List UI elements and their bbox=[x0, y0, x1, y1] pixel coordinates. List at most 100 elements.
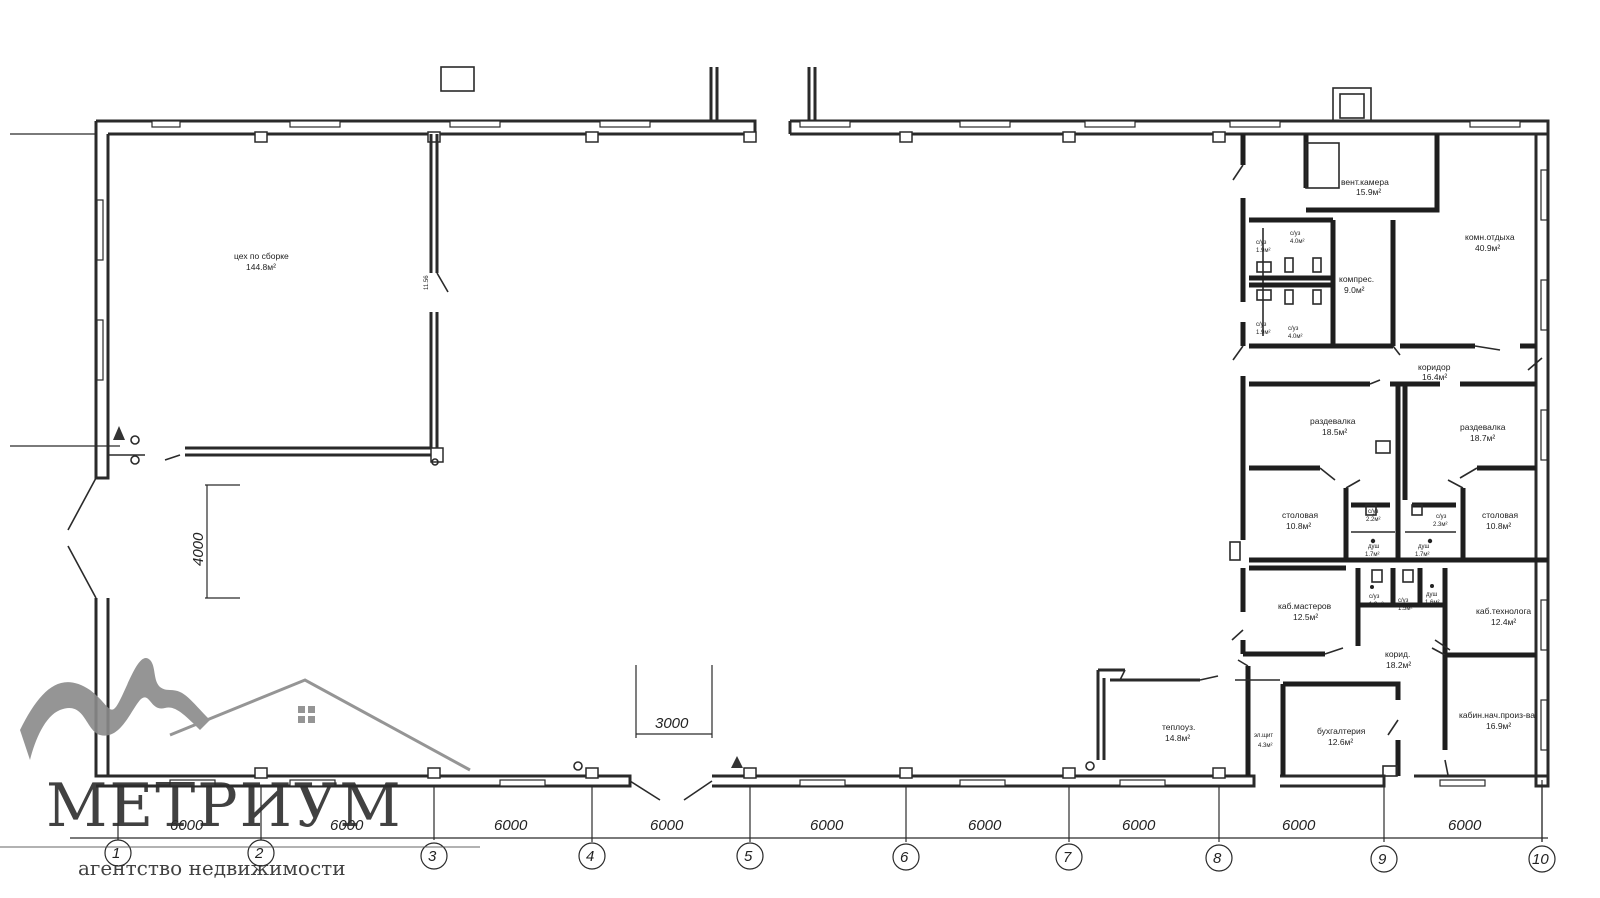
svg-text:комн.отдыха: комн.отдыха bbox=[1465, 232, 1515, 242]
svg-text:с/уз: с/уз bbox=[1256, 240, 1267, 246]
axis-1: 1 bbox=[104, 786, 132, 867]
span-2-3: 6000 bbox=[330, 817, 364, 834]
svg-text:1: 1 bbox=[112, 845, 120, 862]
svg-text:душ: душ bbox=[1368, 544, 1380, 550]
svg-text:раздевалка: раздевалка bbox=[1310, 416, 1356, 426]
svg-text:душ: душ bbox=[1418, 544, 1430, 550]
svg-text:каб.технолога: каб.технолога bbox=[1476, 606, 1531, 616]
assembly-room-walls bbox=[108, 134, 449, 463]
svg-text:с/уз: с/уз bbox=[1290, 231, 1301, 237]
svg-text:с/уз: с/уз bbox=[1398, 598, 1409, 604]
wall-length-mark: 11.56 bbox=[424, 275, 430, 290]
svg-text:теплоуз.: теплоуз. bbox=[1162, 722, 1195, 732]
vertical-dim-4000: 4000 bbox=[190, 532, 207, 566]
axis-5: 5 bbox=[736, 786, 764, 870]
svg-text:корид.: корид. bbox=[1385, 649, 1410, 659]
room-shower-right: душ 1.7м² bbox=[1415, 544, 1430, 558]
room-wc-mid2: с/уз 2.3м² bbox=[1433, 514, 1447, 528]
svg-text:с/уз: с/уз bbox=[1369, 594, 1380, 600]
svg-text:1.9м²: 1.9м² bbox=[1256, 248, 1270, 254]
svg-text:каб.мастеров: каб.мастеров bbox=[1278, 601, 1332, 611]
axis-markers: 1 2 3 4 5 6 7 8 9 10 bbox=[104, 786, 1556, 873]
service-block-walls bbox=[1096, 134, 1548, 777]
svg-text:4.0м²: 4.0м² bbox=[1288, 334, 1302, 340]
svg-text:12.5м²: 12.5м² bbox=[1293, 612, 1318, 622]
svg-text:12.6м²: 12.6м² bbox=[1328, 737, 1353, 747]
svg-text:1.7м²: 1.7м² bbox=[1365, 552, 1379, 558]
svg-text:столовая: столовая bbox=[1482, 510, 1519, 520]
svg-text:9.0м²: 9.0м² bbox=[1344, 285, 1365, 295]
svg-text:3: 3 bbox=[428, 848, 437, 865]
roof-features bbox=[440, 66, 1372, 122]
svg-text:1.7м²: 1.7м² bbox=[1415, 552, 1429, 558]
room-wc-low1: с/уз 1.9м² bbox=[1369, 594, 1383, 608]
svg-text:16.4м²: 16.4м² bbox=[1422, 372, 1447, 382]
watermark-logo: МЕТРИУМ агентство недвижимости bbox=[0, 658, 480, 880]
room-wc-low2: с/уз1.5м² bbox=[1398, 598, 1412, 612]
svg-text:18.7м²: 18.7м² bbox=[1470, 433, 1495, 443]
svg-text:душ: душ bbox=[1426, 592, 1438, 598]
logo-roof bbox=[169, 678, 471, 772]
axis-3: 3 bbox=[420, 786, 448, 870]
svg-text:6: 6 bbox=[900, 849, 909, 866]
svg-text:2.3м²: 2.3м² bbox=[1433, 522, 1447, 528]
fire-markers bbox=[113, 426, 1095, 771]
svg-text:с/уз: с/уз bbox=[1436, 514, 1447, 520]
logo-m-mark bbox=[20, 658, 210, 760]
svg-text:с/уз: с/уз bbox=[1256, 322, 1267, 328]
svg-text:с/уз: с/уз bbox=[1288, 326, 1299, 332]
room-wc-top4: с/уз 4.0м² bbox=[1288, 326, 1302, 340]
svg-text:эл.щит: эл.щит bbox=[1254, 733, 1273, 739]
svg-text:14.8м²: 14.8м² bbox=[1165, 733, 1190, 743]
room-wc-top3: с/уз 1.9м² bbox=[1256, 322, 1270, 336]
logo-window-icon bbox=[298, 706, 315, 723]
span-7-8: 6000 bbox=[1122, 817, 1156, 834]
svg-text:15.9м²: 15.9м² bbox=[1356, 187, 1381, 197]
span-8-9: 6000 bbox=[1282, 817, 1316, 834]
svg-text:столовая: столовая bbox=[1282, 510, 1319, 520]
axis-6: 6 bbox=[892, 786, 920, 871]
svg-text:1.9м²: 1.9м² bbox=[1369, 602, 1383, 608]
svg-text:5: 5 bbox=[744, 848, 753, 865]
windows-top bbox=[151, 120, 1521, 128]
svg-text:компрес.: компрес. bbox=[1339, 274, 1374, 284]
axis-2: 2 bbox=[247, 786, 275, 867]
svg-text:144.8м²: 144.8м² bbox=[246, 262, 276, 272]
axis-10: 10 bbox=[1528, 786, 1556, 873]
svg-text:вент.камера: вент.камера bbox=[1341, 177, 1389, 187]
svg-text:4: 4 bbox=[586, 848, 594, 865]
axis-8: 8 bbox=[1205, 786, 1233, 872]
room-compressor: компрес.9.0м² bbox=[1339, 274, 1374, 295]
svg-text:9: 9 bbox=[1378, 851, 1387, 868]
room-shower-left: душ 1.7м² bbox=[1365, 544, 1380, 558]
svg-text:коридор: коридор bbox=[1418, 362, 1451, 372]
svg-text:8: 8 bbox=[1213, 850, 1222, 867]
span-5-6: 6000 bbox=[810, 817, 844, 834]
span-9-10: 6000 bbox=[1448, 817, 1482, 834]
span-3-4: 6000 bbox=[494, 817, 528, 834]
axis-9: 9 bbox=[1370, 786, 1398, 873]
svg-text:18.2м²: 18.2м² bbox=[1386, 660, 1411, 670]
windows-side bbox=[96, 169, 1548, 751]
axis-4: 4 bbox=[578, 786, 606, 870]
svg-text:с/уз: с/уз bbox=[1368, 509, 1379, 515]
svg-text:2.2м²: 2.2м² bbox=[1366, 517, 1380, 523]
svg-text:10.8м²: 10.8м² bbox=[1486, 521, 1511, 531]
span-4-5: 6000 bbox=[650, 817, 684, 834]
svg-text:1.9м²: 1.9м² bbox=[1256, 330, 1270, 336]
svg-text:1.6м²: 1.6м² bbox=[1425, 600, 1439, 606]
